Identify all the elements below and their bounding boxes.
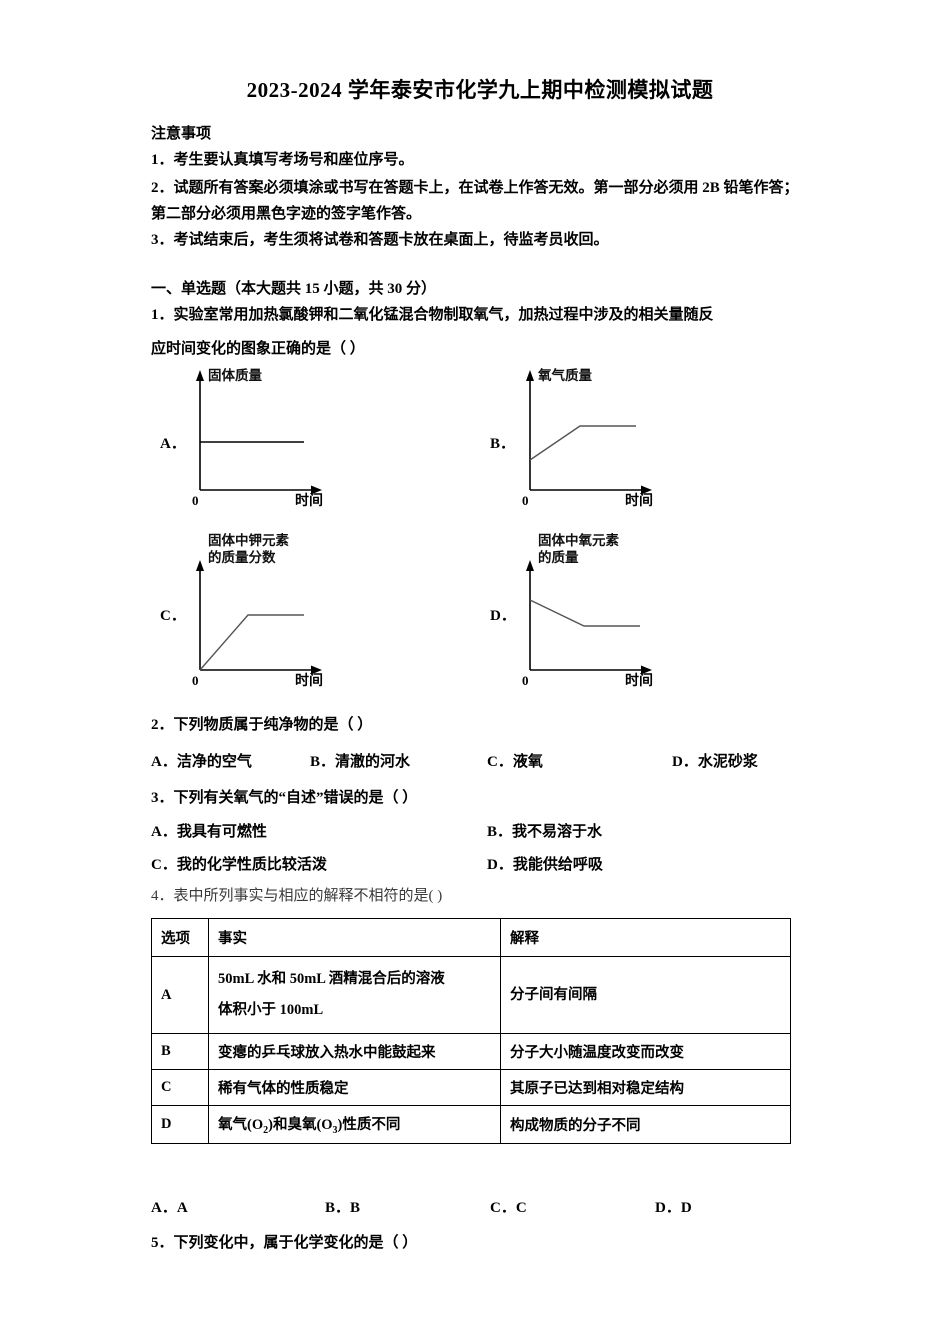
chart-1b-ylabel: 氧气质量 [538,368,592,384]
row-option-c: C [151,1069,209,1106]
row-option-b: B [151,1033,209,1070]
chart-1c-ylabel: 固体中钾元素的质量分数 [208,533,289,566]
chart-1a-ylabel: 固体质量 [208,368,262,384]
notice-heading: 注意事项 [151,126,212,142]
option-letter-1a: A． [160,436,186,452]
chart-1a [196,370,322,495]
chart-1c-xlabel: 时间 [295,673,323,689]
row-fact-a-line2: 体积小于 100mL [218,1002,324,1018]
q4-answer-a[interactable]: A．A [151,1200,188,1216]
row-explanation-a: 分子间有间隔 [500,956,791,1034]
row-fact-b: 变瘪的乒乓球放入热水中能鼓起来 [208,1033,501,1070]
chart-1d-ylabel: 固体中氧元素的质量 [538,533,619,566]
header-fact: 事实 [208,918,501,957]
chart-1d-origin: 0 [522,673,529,688]
option-letter-1c: C． [160,608,186,624]
notice-item-3: 3．考试结束后，考生须将试卷和答题卡放在桌面上，待监考员收回。 [151,232,609,248]
row-option-d: D [151,1105,209,1144]
notice-item-1: 1．考生要认真填写考场号和座位序号。 [151,152,414,168]
chart-1b [526,370,652,495]
q2-option-d[interactable]: D．水泥砂浆 [672,754,758,770]
q3-option-b[interactable]: B．我不易溶于水 [487,824,603,840]
question-2-stem: 2．下列物质属于纯净物的是（ ） [151,717,373,733]
chart-1d-xlabel: 时间 [625,673,653,689]
chart-1c [196,560,322,675]
q4-answer-d[interactable]: D．D [655,1200,692,1216]
chart-1b-origin: 0 [522,493,529,508]
chart-1c-origin: 0 [192,673,199,688]
row-option-a: A [151,956,209,1034]
row-fact-a: 50mL 水和 50mL 酒精混合后的溶液 体积小于 100mL [208,956,501,1034]
q3-option-c[interactable]: C．我的化学性质比较活泼 [151,857,327,873]
row-explanation-b: 分子大小随温度改变而改变 [500,1033,791,1070]
section-heading: 一、单选题（本大题共 15 小题，共 30 分） [151,281,437,297]
option-letter-1d: D． [490,608,516,624]
table-row: C 稀有气体的性质稳定 其原子已达到相对稳定结构 [151,1069,791,1106]
q2-option-c[interactable]: C．液氧 [487,754,543,770]
header-option: 选项 [151,918,209,957]
chart-1a-origin: 0 [192,493,199,508]
table-row: B 变瘪的乒乓球放入热水中能鼓起来 分子大小随温度改变而改变 [151,1033,791,1070]
question-1-stem-line1: 1．实验室常用加热氯酸钾和二氧化锰混合物制取氧气，加热过程中涉及的相关量随反 [151,307,714,323]
chart-1b-xlabel: 时间 [625,493,653,509]
table-row: D 氧气(O2)和臭氧(O3)性质不同 构成物质的分子不同 [151,1105,791,1144]
question-1-stem-line2: 应时间变化的图象正确的是（ ） [151,341,365,357]
question-4-stem: 4．表中所列事实与相应的解释不相符的是( ) [151,888,443,904]
q2-option-a[interactable]: A．洁净的空气 [151,754,252,770]
q4-answer-b[interactable]: B．B [325,1200,361,1216]
q4-answer-c[interactable]: C．C [490,1200,527,1216]
row-fact-d: 氧气(O2)和臭氧(O3)性质不同 [208,1105,501,1144]
notice-item-2: 2．试题所有答案必须填涂或书写在答题卡上，在试卷上作答无效。第一部分必须用 2B… [151,180,799,222]
chart-1d [526,560,652,675]
table-row: A 50mL 水和 50mL 酒精混合后的溶液 体积小于 100mL 分子间有间… [151,956,791,1034]
header-explanation: 解释 [500,918,791,957]
q3-option-a[interactable]: A．我具有可燃性 [151,824,267,840]
page-title: 2023-2024 学年泰安市化学九上期中检测模拟试题 [246,78,714,102]
row-explanation-c: 其原子已达到相对稳定结构 [500,1069,791,1106]
chart-1a-xlabel: 时间 [295,493,323,509]
question-3-stem: 3．下列有关氧气的“自述”错误的是（ ） [151,790,418,806]
row-fact-c: 稀有气体的性质稳定 [208,1069,501,1106]
question-5-stem: 5．下列变化中，属于化学变化的是（ ） [151,1235,418,1251]
row-fact-a-line1: 50mL 水和 50mL 酒精混合后的溶液 [218,971,445,987]
table-header-row: 选项 事实 解释 [151,918,791,957]
q2-option-b[interactable]: B．清澈的河水 [310,754,411,770]
q3-option-d[interactable]: D．我能供给呼吸 [487,857,603,873]
row-explanation-d: 构成物质的分子不同 [500,1105,791,1144]
facts-table: 选项 事实 解释 A 50mL 水和 50mL 酒精混合后的溶液 体积小于 10… [151,918,791,1144]
option-letter-1b: B． [490,436,516,452]
